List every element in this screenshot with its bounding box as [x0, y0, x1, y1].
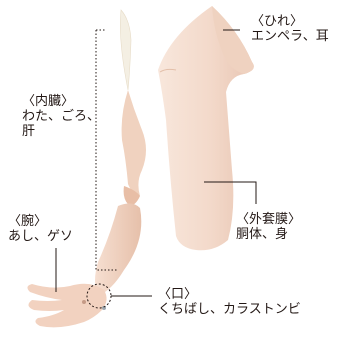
organs-label-body-line2: 肝 — [22, 124, 100, 139]
mantle-label: 〈外套膜〉 胴体、身 — [236, 212, 301, 242]
fin-label-body: エンペラ、耳 — [251, 29, 329, 44]
organs-shape — [122, 90, 146, 206]
arms-label: 〈腕〉 あし、ゲソ — [8, 214, 73, 244]
mouth-label: 〈口〉 くちばし、カラストンビ — [158, 287, 301, 317]
mouth-label-body: くちばし、カラストンビ — [158, 302, 301, 317]
mantle-label-head: 〈外套膜〉 — [236, 212, 301, 227]
gladius-shape — [120, 10, 131, 90]
arms-label-head: 〈腕〉 — [8, 214, 73, 229]
fin-label: 〈ひれ〉 エンペラ、耳 — [251, 14, 329, 44]
fin-label-head: 〈ひれ〉 — [251, 14, 329, 29]
organs-label-head: 〈内臓〉 — [22, 94, 100, 109]
arms-label-body: あし、ゲソ — [8, 229, 73, 244]
mantle-label-body: 胴体、身 — [236, 227, 301, 242]
organs-label-body-line1: わた、ごろ、 — [22, 109, 100, 124]
mouth-label-head: 〈口〉 — [158, 287, 301, 302]
organs-label: 〈内臓〉 わた、ごろ、 肝 — [22, 94, 100, 139]
